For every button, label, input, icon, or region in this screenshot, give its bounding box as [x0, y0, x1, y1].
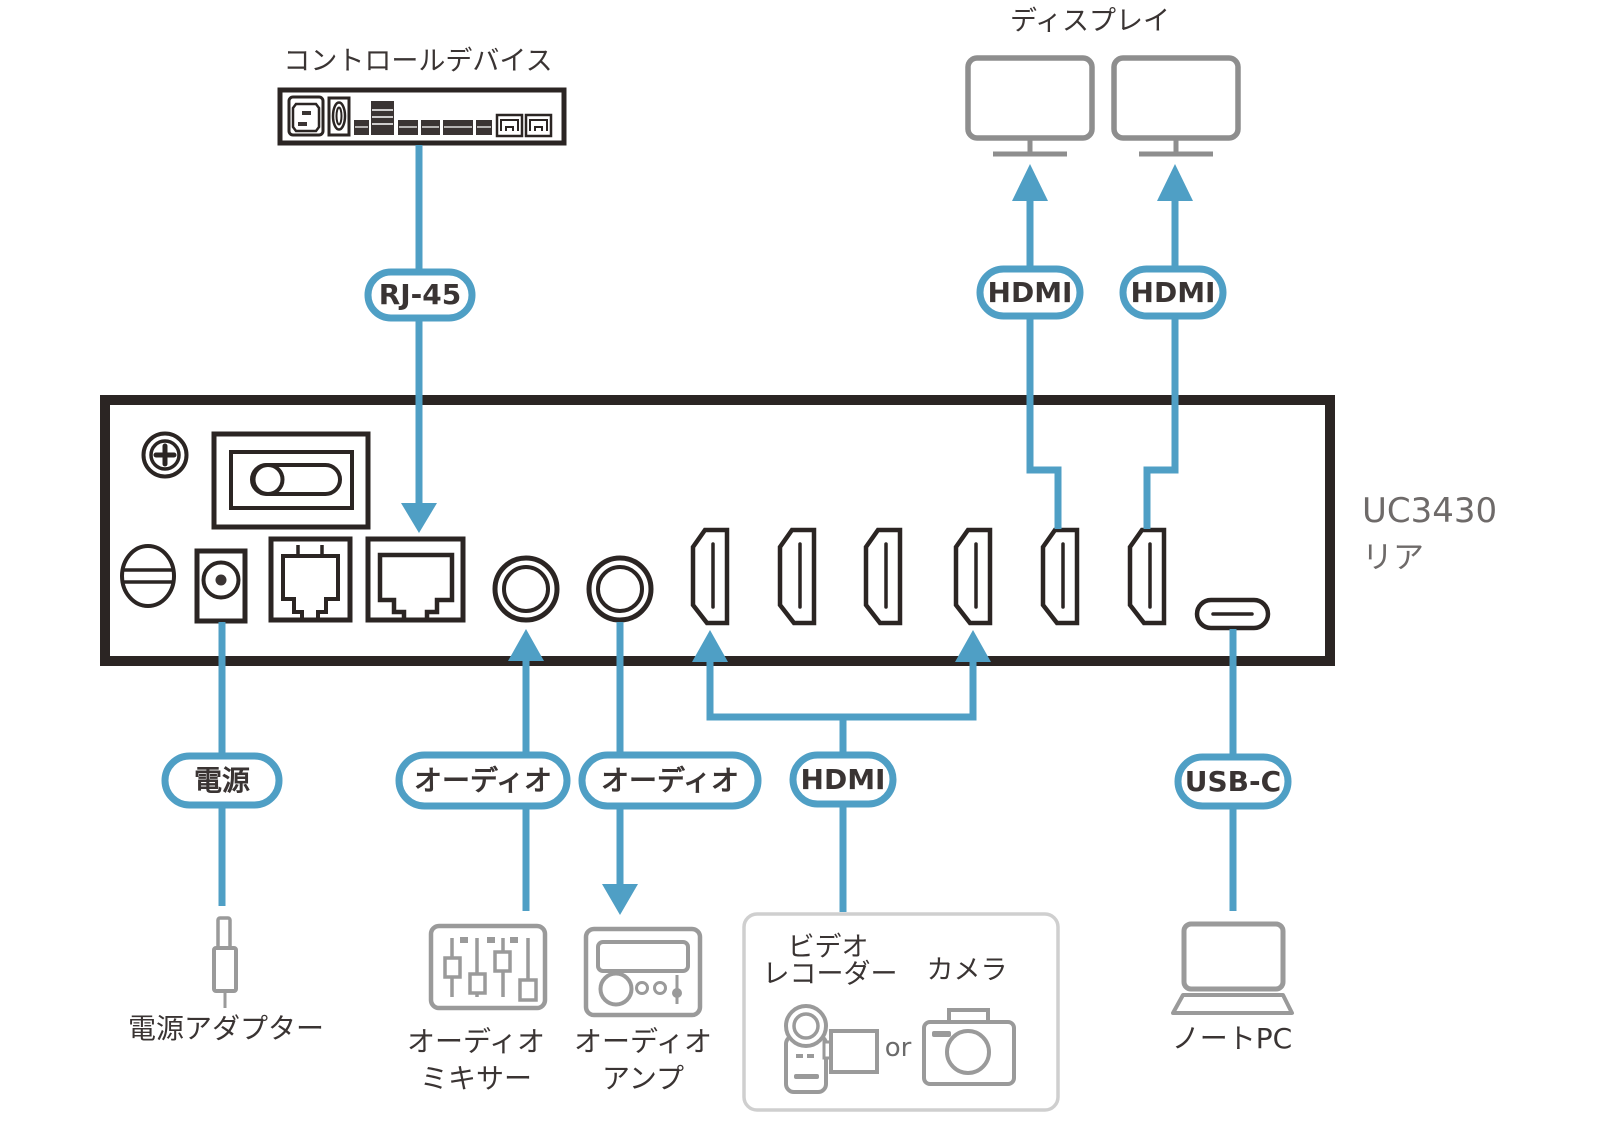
camera-icon [922, 1008, 1016, 1086]
control-device-label: コントロールデバイス [283, 46, 552, 77]
audio-amp-label-line2: アンプ [602, 1062, 684, 1095]
power-adapter-label: 電源アダプター [128, 1012, 324, 1045]
dc-power-jack-icon [194, 548, 248, 624]
hdmi-in-pill-label: HDMI [801, 763, 886, 796]
rj45-pill-label: RJ-45 [379, 278, 462, 311]
model-view: リア [1362, 540, 1424, 576]
audio-mixer-label-line2: ミキサー [420, 1062, 532, 1095]
usbc-pill [1174, 753, 1292, 810]
arrow-icon-audio-out-down [602, 884, 638, 915]
usbc-pill-label: USB-C [1185, 765, 1281, 798]
ground-screw-icon [120, 544, 176, 608]
power-plug-icon [212, 916, 238, 1008]
display-monitor-icon-left [965, 55, 1095, 157]
connector-pills: RJ-45 HDMI HDMI 電源 オーディオ オーディオ HDMI USB-… [161, 265, 1292, 810]
power-switch-icon [211, 431, 371, 530]
hdmi-out-right-pill [1119, 265, 1227, 320]
hdmi-in-pill [789, 751, 897, 808]
rear-panel [100, 395, 1335, 666]
model-name: UC3430 [1362, 491, 1497, 531]
arrow-icon-audio-in-up [508, 629, 544, 661]
hdmi-out-right-pill-label: HDMI [1131, 276, 1216, 309]
peripherals: 電源アダプター オーディオ ミキサー オーディオ アンプ [128, 912, 1294, 1112]
arrow-icon-display-left-up [1012, 164, 1048, 201]
camera-label: カメラ [927, 955, 1008, 986]
rj11-port-icon [268, 536, 353, 623]
hdmi-out-left-pill [976, 265, 1084, 320]
laptop-label: ノートPC [1172, 1022, 1292, 1055]
usbc-port-icon [1194, 597, 1271, 631]
audio-in-pill [395, 751, 571, 810]
audio-out-pill-label: オーディオ [601, 764, 739, 797]
model-label: UC3430 リア [1362, 491, 1497, 576]
hdmi-port-icons [690, 527, 1167, 626]
audio-amplifier-icon [583, 926, 703, 1018]
camcorder-icon [784, 1004, 879, 1094]
audio-jack-icon-out [586, 555, 654, 623]
display-monitor-icon-right [1111, 55, 1241, 157]
control-rj45-jacks [495, 113, 553, 138]
rj45-pill [364, 268, 476, 322]
video-recorder-label-line1: ビデオ [788, 932, 869, 963]
arrow-icon-hdmi-in-left-up [692, 630, 728, 662]
arrow-icon-display-right-up [1157, 164, 1193, 201]
audio-mixer-label-line1: オーディオ [407, 1025, 545, 1058]
terminal-blocks [354, 101, 492, 135]
hdmi-out-right-cable [1143, 200, 1179, 529]
video-recorder-label-line2: レコーダー [763, 959, 898, 990]
audio-out-pill [578, 751, 762, 810]
control-device-rear-icon [277, 87, 567, 146]
power-pill-label: 電源 [194, 764, 250, 797]
hdmi-out-left-pill-label: HDMI [988, 276, 1073, 309]
phillips-screw-icon [141, 431, 189, 479]
laptop-icon [1171, 921, 1294, 1015]
or-label: or [885, 1033, 912, 1063]
displays-group: ディスプレイ [965, 6, 1241, 157]
audio-amp-label-line1: オーディオ [574, 1025, 712, 1058]
rj45-port-icon [365, 536, 466, 623]
audio-mixer-icon [428, 923, 548, 1011]
power-pill [161, 752, 283, 809]
arrow-icon-rj45-down [401, 503, 437, 533]
audio-jack-icon-in [492, 555, 560, 623]
control-device-group: コントロールデバイス [277, 46, 567, 146]
hdmi-out-left-cable [1026, 200, 1062, 529]
audio-in-pill-label: オーディオ [414, 764, 552, 797]
arrow-icon-hdmi-in-right-up [955, 630, 991, 662]
video-source-box: ビデオ レコーダー カメラ or [742, 912, 1060, 1112]
display-label: ディスプレイ [1010, 6, 1170, 37]
hdmi-in-branch [706, 661, 977, 721]
